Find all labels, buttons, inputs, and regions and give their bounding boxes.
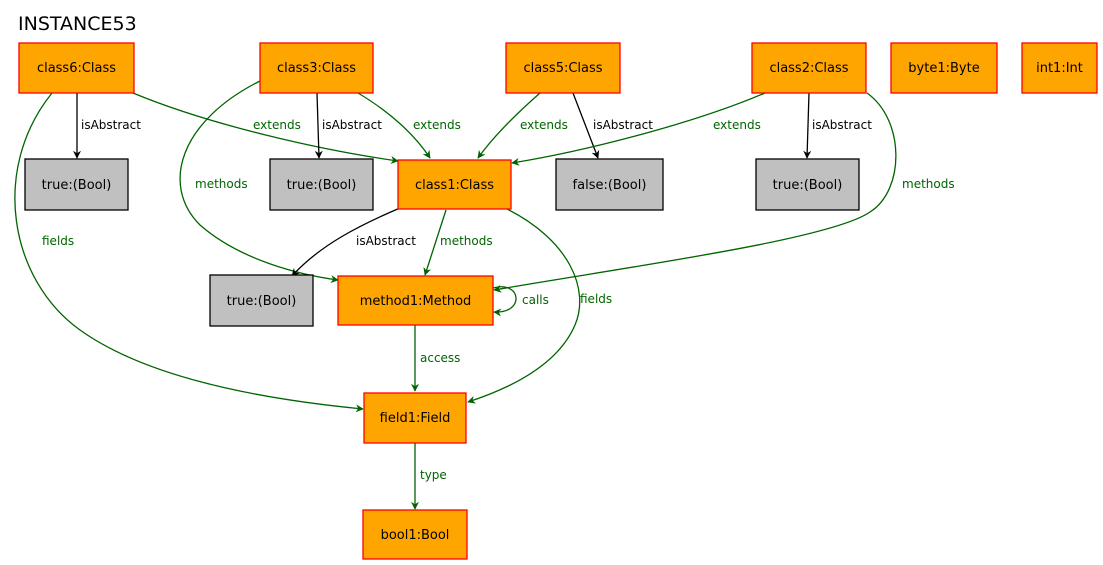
edge-label-class1-methods: methods [440,234,493,248]
node-field1-label: field1:Field [380,411,451,426]
node-true3: true:(Bool) [755,158,860,211]
edge-class2-methods [493,92,897,293]
edge-label-class2-isabstract: isAbstract [812,118,872,132]
node-bool1-label: bool1:Bool [381,528,450,543]
edge-class3-extends [357,92,431,159]
edge-label-class5-extends: extends [520,118,568,132]
node-int1: int1:Int [1021,42,1098,94]
node-true1-label: true:(Bool) [42,178,112,193]
edge-label-class3-methods: methods [195,177,248,191]
node-false1-label: false:(Bool) [573,178,647,193]
edge-label-class2-methods: methods [902,177,955,191]
node-class1-label: class1:Class [415,178,494,193]
edge-class6-fields [14,92,364,413]
edge-class5-isabstract [572,92,600,159]
node-false1: false:(Bool) [555,158,664,211]
edge-class1-isabstract [291,207,401,277]
edge-class5-extends [477,92,541,159]
edge-label-class2-extends: extends [713,118,761,132]
node-class2-label: class2:Class [769,61,848,76]
node-bool1: bool1:Bool [362,509,468,560]
node-class1: class1:Class [397,159,512,210]
node-byte1: byte1:Byte [890,42,998,94]
edge-label-field1-type: type [420,468,447,482]
edge-label-class6-fields: fields [42,234,74,248]
node-method1: method1:Method [337,275,494,326]
edge-class2-extends [511,92,766,166]
node-class6: class6:Class [18,42,135,94]
node-byte1-label: byte1:Byte [908,61,979,76]
edge-label-class3-isabstract: isAbstract [322,118,382,132]
node-true2: true:(Bool) [269,158,374,211]
edge-label-class5-isabstract: isAbstract [593,118,653,132]
node-true4-label: true:(Bool) [227,294,297,309]
node-class3-label: class3:Class [277,61,356,76]
node-true1: true:(Bool) [24,158,129,211]
node-true2-label: true:(Bool) [287,178,357,193]
edge-class3-isabstract [314,92,323,159]
edge-label-class3-extends: extends [413,118,461,132]
edge-label-class1-isabstract: isAbstract [356,234,416,248]
node-int1-label: int1:Int [1036,61,1083,76]
edge-label-class1-fields: fields [580,292,612,306]
node-class6-label: class6:Class [37,61,116,76]
diagram-title: INSTANCE53 [18,13,137,35]
node-class5: class5:Class [505,42,621,94]
edge-class1-fields [467,207,581,404]
edge-class2-isabstract [803,92,812,159]
edge-label-class6-extends: extends [253,118,301,132]
edge-label-class6-isabstract: isAbstract [81,118,141,132]
edge-method1-calls [492,286,517,317]
edge-class6-extends [132,92,399,164]
node-class2: class2:Class [751,42,867,94]
node-class5-label: class5:Class [523,61,602,76]
node-method1-label: method1:Method [360,294,472,309]
node-field1: field1:Field [363,392,467,444]
edge-label-method1-calls: calls [522,293,549,307]
edge-label-method1-access: access [420,351,460,365]
node-true3-label: true:(Bool) [773,178,843,193]
edge-class1-methods [423,209,447,276]
node-true4: true:(Bool) [209,274,314,327]
node-class3: class3:Class [259,42,374,94]
